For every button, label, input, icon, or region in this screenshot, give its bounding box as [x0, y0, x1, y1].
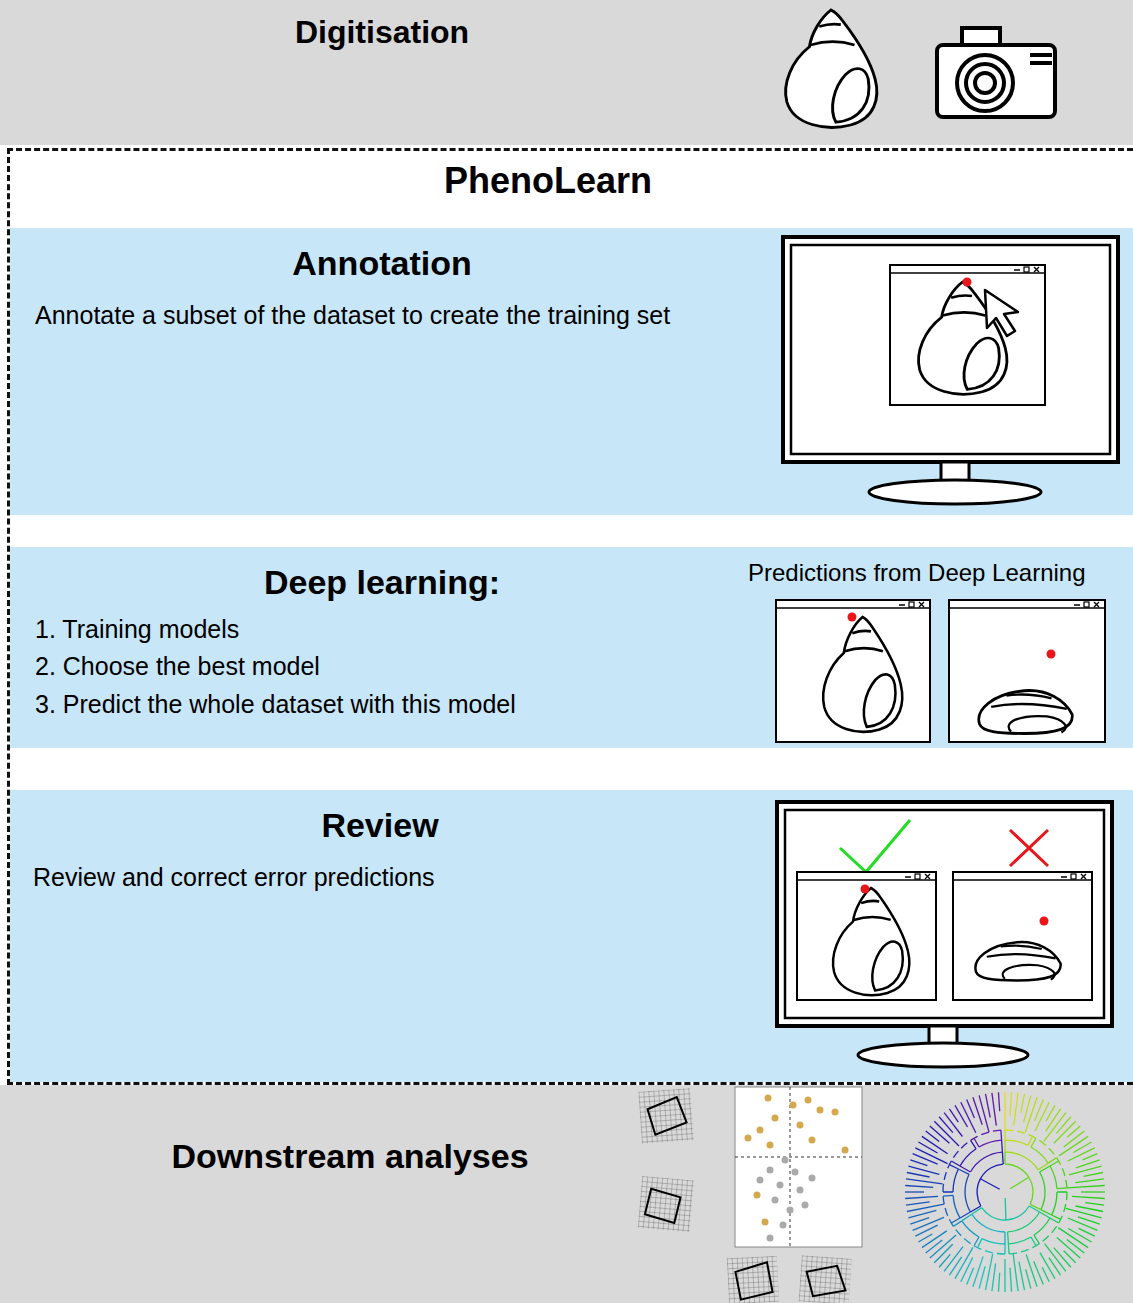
digitisation-icons: [0, 0, 1133, 145]
figure-label: Predictions from Deep Learning: [748, 559, 1086, 587]
blue-band: ReviewReview and correct error predictio…: [10, 790, 1133, 1082]
annotation-monitor: [10, 228, 1133, 515]
band-text: 3. Predict the whole dataset with this m…: [35, 690, 516, 719]
grey-band: Digitisation: [0, 0, 1133, 145]
band-heading: PhenoLearn: [444, 160, 652, 201]
band-text: Review and correct error predictions: [33, 863, 435, 892]
band-text: 2. Choose the best model: [35, 652, 320, 681]
band-heading: Review: [321, 806, 438, 845]
band-heading: Annotation: [292, 244, 471, 283]
band-text: Annotate a subset of the dataset to crea…: [35, 301, 670, 330]
band-heading: Digitisation: [295, 14, 469, 51]
grey-band: Downstream analyses: [0, 1085, 1133, 1303]
band-heading: Downstream analyses: [171, 1137, 528, 1176]
band-text: 1. Training models: [35, 615, 239, 644]
blue-band: AnnotationAnnotate a subset of the datas…: [10, 228, 1133, 515]
dashed-region: PhenoLearn AnnotationAnnotate a subset o…: [7, 148, 1133, 1085]
band-heading: Deep learning:: [264, 563, 500, 602]
analysis-plots: [0, 1085, 1133, 1303]
review-monitor: [10, 790, 1133, 1082]
